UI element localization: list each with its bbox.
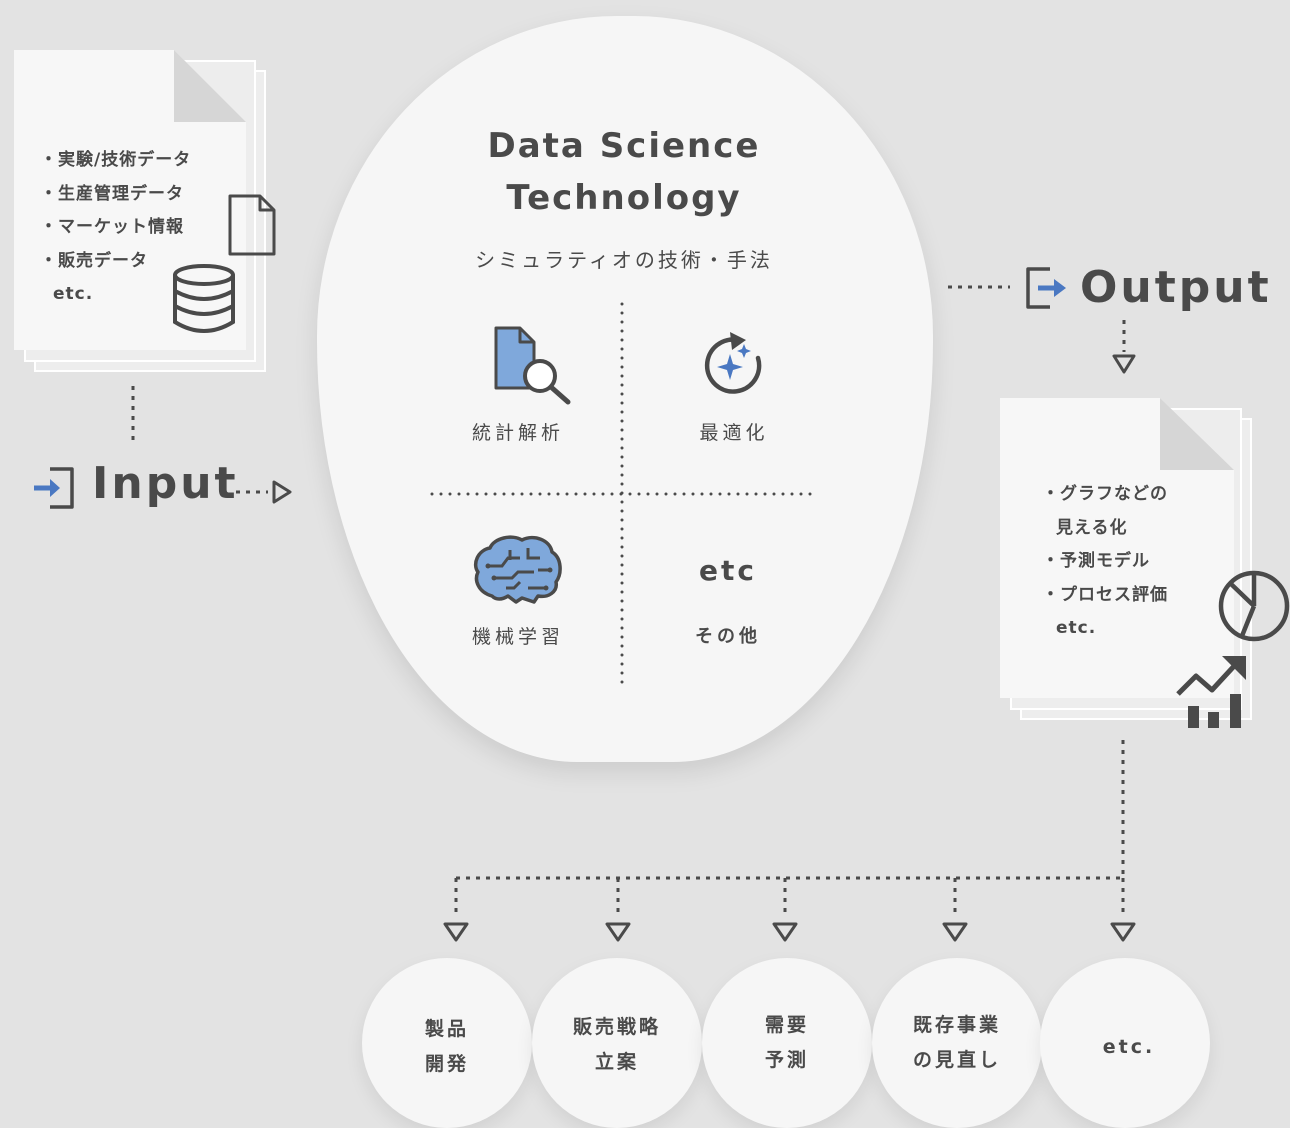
result-circle-sales-strategy: 販売戦略 立案: [532, 958, 702, 1128]
result-text: 需要 予測: [702, 1008, 872, 1078]
file-icon: [228, 194, 276, 256]
input-item-etc: etc.: [53, 284, 94, 304]
output-item: 見える化: [1056, 517, 1128, 538]
output-item: ・プロセス評価: [1042, 584, 1168, 605]
result-circle-demand-forecast: 需要 予測: [702, 958, 872, 1128]
result-line2: 予測: [764, 1049, 809, 1071]
input-item: ・販売データ: [40, 250, 148, 271]
login-icon: [34, 467, 74, 509]
input-label: Input: [92, 458, 239, 509]
document-search-icon: [494, 326, 571, 405]
quadrant-label-optimization: 最適化: [699, 422, 769, 444]
output-item-etc: etc.: [1056, 618, 1097, 638]
data-science-panel: [317, 16, 933, 762]
result-text: 製品 開発: [362, 1012, 532, 1082]
input-sheet: [14, 50, 246, 350]
result-text: 販売戦略 立案: [532, 1010, 702, 1080]
panel-title-line1: Data Science: [487, 126, 761, 166]
result-text: 既存事業 の見直し: [872, 1008, 1042, 1078]
output-item-list: ・グラフなどの 見える化 ・予測モデル ・プロセス評価 etc.: [1042, 478, 1168, 646]
input-dotted-connector: [131, 386, 135, 446]
result-circle-product-development: 製品 開発: [362, 958, 532, 1128]
result-line1: 販売戦略: [572, 1016, 661, 1038]
output-down-arrow: [1112, 320, 1136, 374]
refresh-sparkle-icon: [704, 332, 762, 394]
quadrant-dividers: [430, 302, 816, 688]
quadrant-label-statistics: 統計解析: [471, 422, 564, 444]
input-arrow: [236, 480, 292, 504]
result-line2: の見直し: [912, 1049, 1001, 1071]
database-icon: [173, 264, 235, 333]
panel-subtitle: シミュラティオの技術・手法: [475, 248, 773, 272]
result-line1: 製品: [424, 1018, 469, 1040]
result-circle-business-review: 既存事業 の見直し: [872, 958, 1042, 1128]
input-item-list: ・実験/技術データ ・生産管理データ ・マーケット情報 ・販売データ etc.: [40, 144, 191, 312]
output-label: Output: [1080, 262, 1272, 313]
output-dotted-connector: [948, 285, 1010, 289]
input-item: ・生産管理データ: [40, 183, 184, 204]
pie-chart-icon: [1218, 570, 1290, 642]
input-item: ・実験/技術データ: [40, 150, 192, 170]
brain-circuit-icon: [473, 535, 562, 604]
bar-trend-chart-icon: [1176, 656, 1246, 728]
result-line1: 需要: [764, 1014, 809, 1036]
output-item: ・グラフなどの: [1042, 484, 1168, 504]
output-item: ・予測モデル: [1042, 551, 1150, 571]
quadrant-label-other: その他: [695, 626, 761, 647]
input-item: ・マーケット情報: [40, 217, 184, 237]
result-line2: 立案: [594, 1051, 639, 1073]
quadrant-label-machine-learning: 機械学習: [471, 626, 564, 648]
result-line1: 既存事業: [912, 1014, 1001, 1036]
panel-title-line2: Technology: [506, 178, 742, 218]
result-line1: etc.: [1102, 1036, 1156, 1058]
quadrant-heading-etc: etc: [699, 554, 757, 587]
logout-icon: [1026, 267, 1066, 309]
output-sheet: [1000, 398, 1234, 698]
result-text: etc.: [1044, 1030, 1214, 1065]
result-circle-etc: etc.: [1040, 958, 1210, 1128]
result-line2: 開発: [424, 1053, 469, 1075]
results-connectors: [443, 740, 1136, 942]
